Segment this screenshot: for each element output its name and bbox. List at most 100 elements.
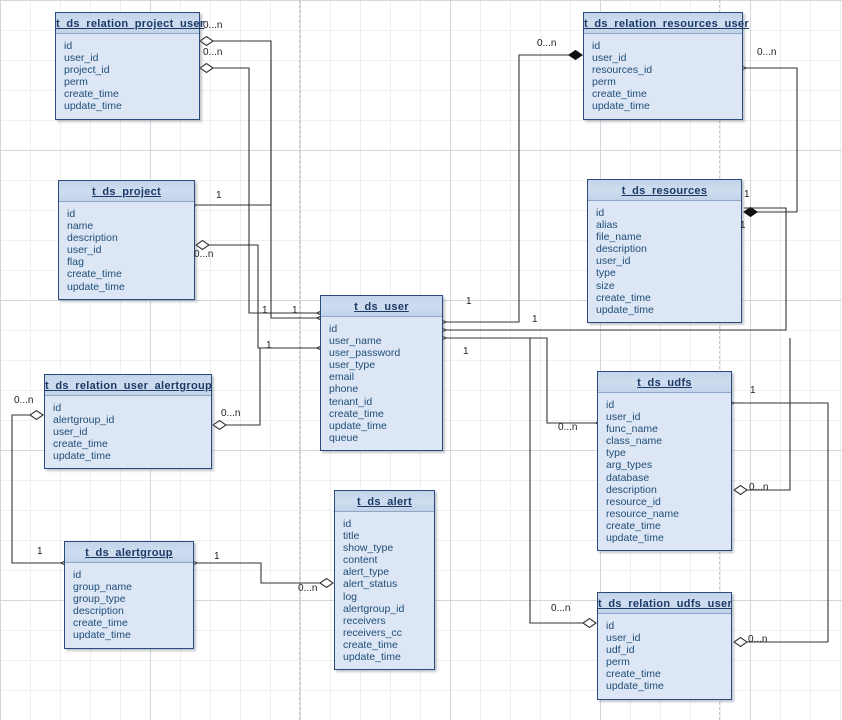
field-row: alertgroup_id xyxy=(343,602,405,615)
field-row: create_time xyxy=(606,519,661,532)
cardinality-label: 1 xyxy=(740,220,746,231)
cardinality-label: 0...n xyxy=(194,249,214,260)
field-row: alertgroup_id xyxy=(53,414,115,427)
field-row: create_time xyxy=(64,88,119,101)
entity-title: t_ds_user xyxy=(354,301,409,313)
entity-header-t_ds_relation_udfs_user: t_ds_relation_udfs_user xyxy=(598,593,732,614)
field-row: user_id xyxy=(592,52,627,65)
field-row: update_time xyxy=(592,100,650,113)
field-row: id xyxy=(329,323,338,335)
entity-header-t_ds_relation_user_alertgroup: t_ds_relation_user_alertgroup xyxy=(45,375,213,396)
entity-header-t_ds_user: t_ds_user xyxy=(321,296,442,317)
field-row: update_time xyxy=(64,100,122,113)
field-row: func_name xyxy=(606,423,658,436)
field-row: resource_id xyxy=(606,495,661,508)
field-row: update_time xyxy=(73,629,131,642)
cardinality-label: 0...n xyxy=(748,634,768,645)
field-row: user_id xyxy=(606,411,641,424)
field-row: user_id xyxy=(596,255,631,268)
cardinality-label: 1 xyxy=(292,305,298,316)
field-row: type xyxy=(606,447,626,460)
entity-title: t_ds_alertgroup xyxy=(85,547,173,559)
field-row: alert_type xyxy=(343,566,390,579)
cardinality-label: 1 xyxy=(744,189,750,200)
field-row: update_time xyxy=(596,303,654,316)
edge-to-udfs xyxy=(734,403,829,642)
entity-title: t_ds_relation_resources_user xyxy=(584,18,749,30)
field-row: create_time xyxy=(592,88,647,101)
field-row: tenant_id xyxy=(329,395,373,408)
field-row: type xyxy=(596,267,616,280)
cardinality-label: 1 xyxy=(266,340,272,351)
cardinality-label: 0...n xyxy=(551,603,571,614)
field-row: id xyxy=(606,399,615,411)
cardinality-label: 0...n xyxy=(221,408,241,419)
entity-header-t_ds_project: t_ds_project xyxy=(59,181,194,202)
field-row: id xyxy=(53,402,62,414)
field-row: project_id xyxy=(64,64,110,77)
field-row: id xyxy=(606,620,615,632)
field-row: class_name xyxy=(606,435,663,448)
field-row: id xyxy=(343,518,352,530)
field-row: update_time xyxy=(343,651,401,664)
edge-to-resources-user xyxy=(746,68,798,212)
cardinality-label: 1 xyxy=(750,385,756,396)
cardinality-label: 0...n xyxy=(203,47,223,58)
entity-title: t_ds_resources xyxy=(621,185,708,197)
field-row: id xyxy=(67,208,76,220)
field-row: name xyxy=(67,220,94,233)
field-row: update_time xyxy=(67,280,125,293)
field-row: id xyxy=(64,40,73,52)
cardinality-label: 0...n xyxy=(537,38,557,49)
field-row: content xyxy=(343,554,378,567)
cardinality-label: 0...n xyxy=(298,583,318,594)
field-row: create_time xyxy=(596,291,651,304)
field-row: id xyxy=(73,569,82,581)
field-row: user_password xyxy=(329,347,401,360)
edge-resources-user-to-user xyxy=(446,55,582,322)
field-row: create_time xyxy=(329,407,384,420)
cardinality-label: 1 xyxy=(532,314,538,325)
entity-header-t_ds_relation_project_user: t_ds_relation_project_user xyxy=(56,13,204,34)
field-row: description xyxy=(596,243,647,256)
entity-title: t_ds_relation_project_user xyxy=(56,18,205,30)
field-row: update_time xyxy=(606,680,664,693)
field-row: update_time xyxy=(53,450,111,463)
field-row: perm xyxy=(592,76,616,89)
entity-header-t_ds_relation_resources_user: t_ds_relation_resources_user xyxy=(584,13,749,34)
field-row: group_name xyxy=(73,581,132,594)
field-row: receivers_cc xyxy=(343,626,402,639)
edge-udfs-user-to-user xyxy=(446,338,596,623)
entity-header-t_ds_udfs: t_ds_udfs xyxy=(598,372,731,393)
field-row: description xyxy=(67,232,118,245)
field-row: create_time xyxy=(606,668,661,681)
field-row: size xyxy=(596,279,615,292)
field-row: queue xyxy=(329,431,359,444)
cardinality-label: 0...n xyxy=(14,395,34,406)
entity-title: t_ds_relation_user_alertgroup xyxy=(45,380,213,392)
field-row: resources_id xyxy=(592,64,653,77)
entity-title: t_ds_udfs xyxy=(637,377,692,389)
edge-udfs-to-user xyxy=(733,338,791,496)
field-row: perm xyxy=(606,656,630,669)
field-row: phone xyxy=(329,383,359,396)
field-row: create_time xyxy=(53,438,108,451)
